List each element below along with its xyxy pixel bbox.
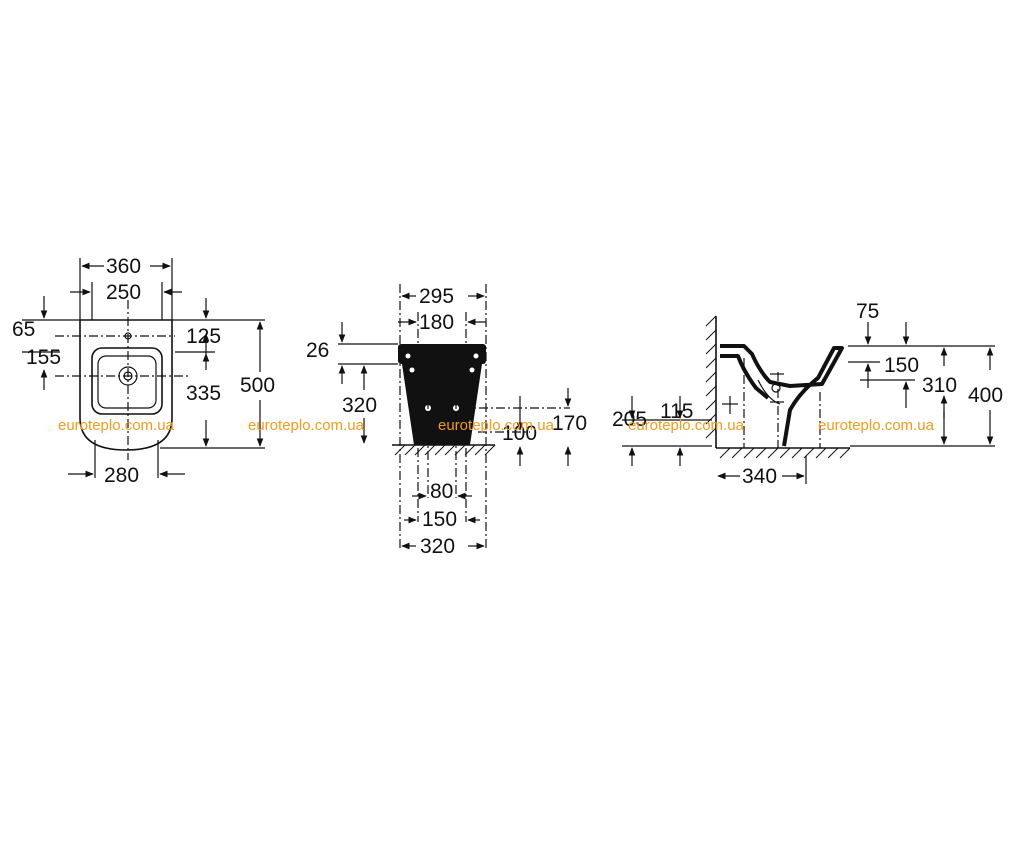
dim-320-height: 320 [342, 394, 377, 417]
dim-155: 155 [26, 346, 61, 369]
front-view-rim [398, 344, 486, 364]
dim-340: 340 [742, 465, 777, 488]
dim-125: 125 [186, 325, 221, 348]
watermark-2: euroteplo.com.ua [248, 417, 365, 434]
watermark-1: euroteplo.com.ua [58, 417, 175, 434]
dim-150-width: 150 [422, 508, 457, 531]
dim-170: 170 [552, 412, 587, 435]
dim-150-height: 150 [884, 354, 919, 377]
dim-80: 80 [430, 480, 453, 503]
dim-280: 280 [104, 464, 139, 487]
dim-75: 75 [856, 300, 879, 323]
dim-250: 250 [106, 281, 141, 304]
top-view-outline [79, 319, 173, 451]
dim-360: 360 [106, 255, 141, 278]
dim-500: 500 [240, 374, 275, 397]
top-view-bowl [91, 347, 163, 415]
top-view-bowl-inner [97, 355, 157, 409]
dim-65: 65 [12, 318, 35, 341]
dim-335: 335 [186, 382, 221, 405]
dim-26: 26 [306, 339, 329, 362]
front-view: 295 180 26 320 205 100 170 80 150 320 [306, 284, 647, 558]
top-view: 360 250 65 125 155 335 500 280 [12, 255, 275, 487]
dim-180: 180 [419, 311, 454, 334]
watermark-5: euroteplo.com.ua [818, 417, 935, 434]
dim-115: 115 [660, 400, 693, 423]
dim-310: 310 [922, 374, 957, 397]
dim-400: 400 [968, 384, 1003, 407]
watermark-4: euroteplo.com.ua [628, 417, 745, 434]
dim-295: 295 [419, 285, 454, 308]
side-view-profile [720, 344, 844, 447]
dim-100: 100 [502, 422, 537, 445]
watermark-3: euroteplo.com.ua [438, 417, 555, 434]
side-view: 75 150 310 400 115 340 [622, 300, 1003, 488]
dim-320-width: 320 [420, 535, 455, 558]
front-view-pedestal [402, 364, 482, 445]
watermarks: euroteplo.com.ua euroteplo.com.ua eurote… [58, 417, 935, 434]
